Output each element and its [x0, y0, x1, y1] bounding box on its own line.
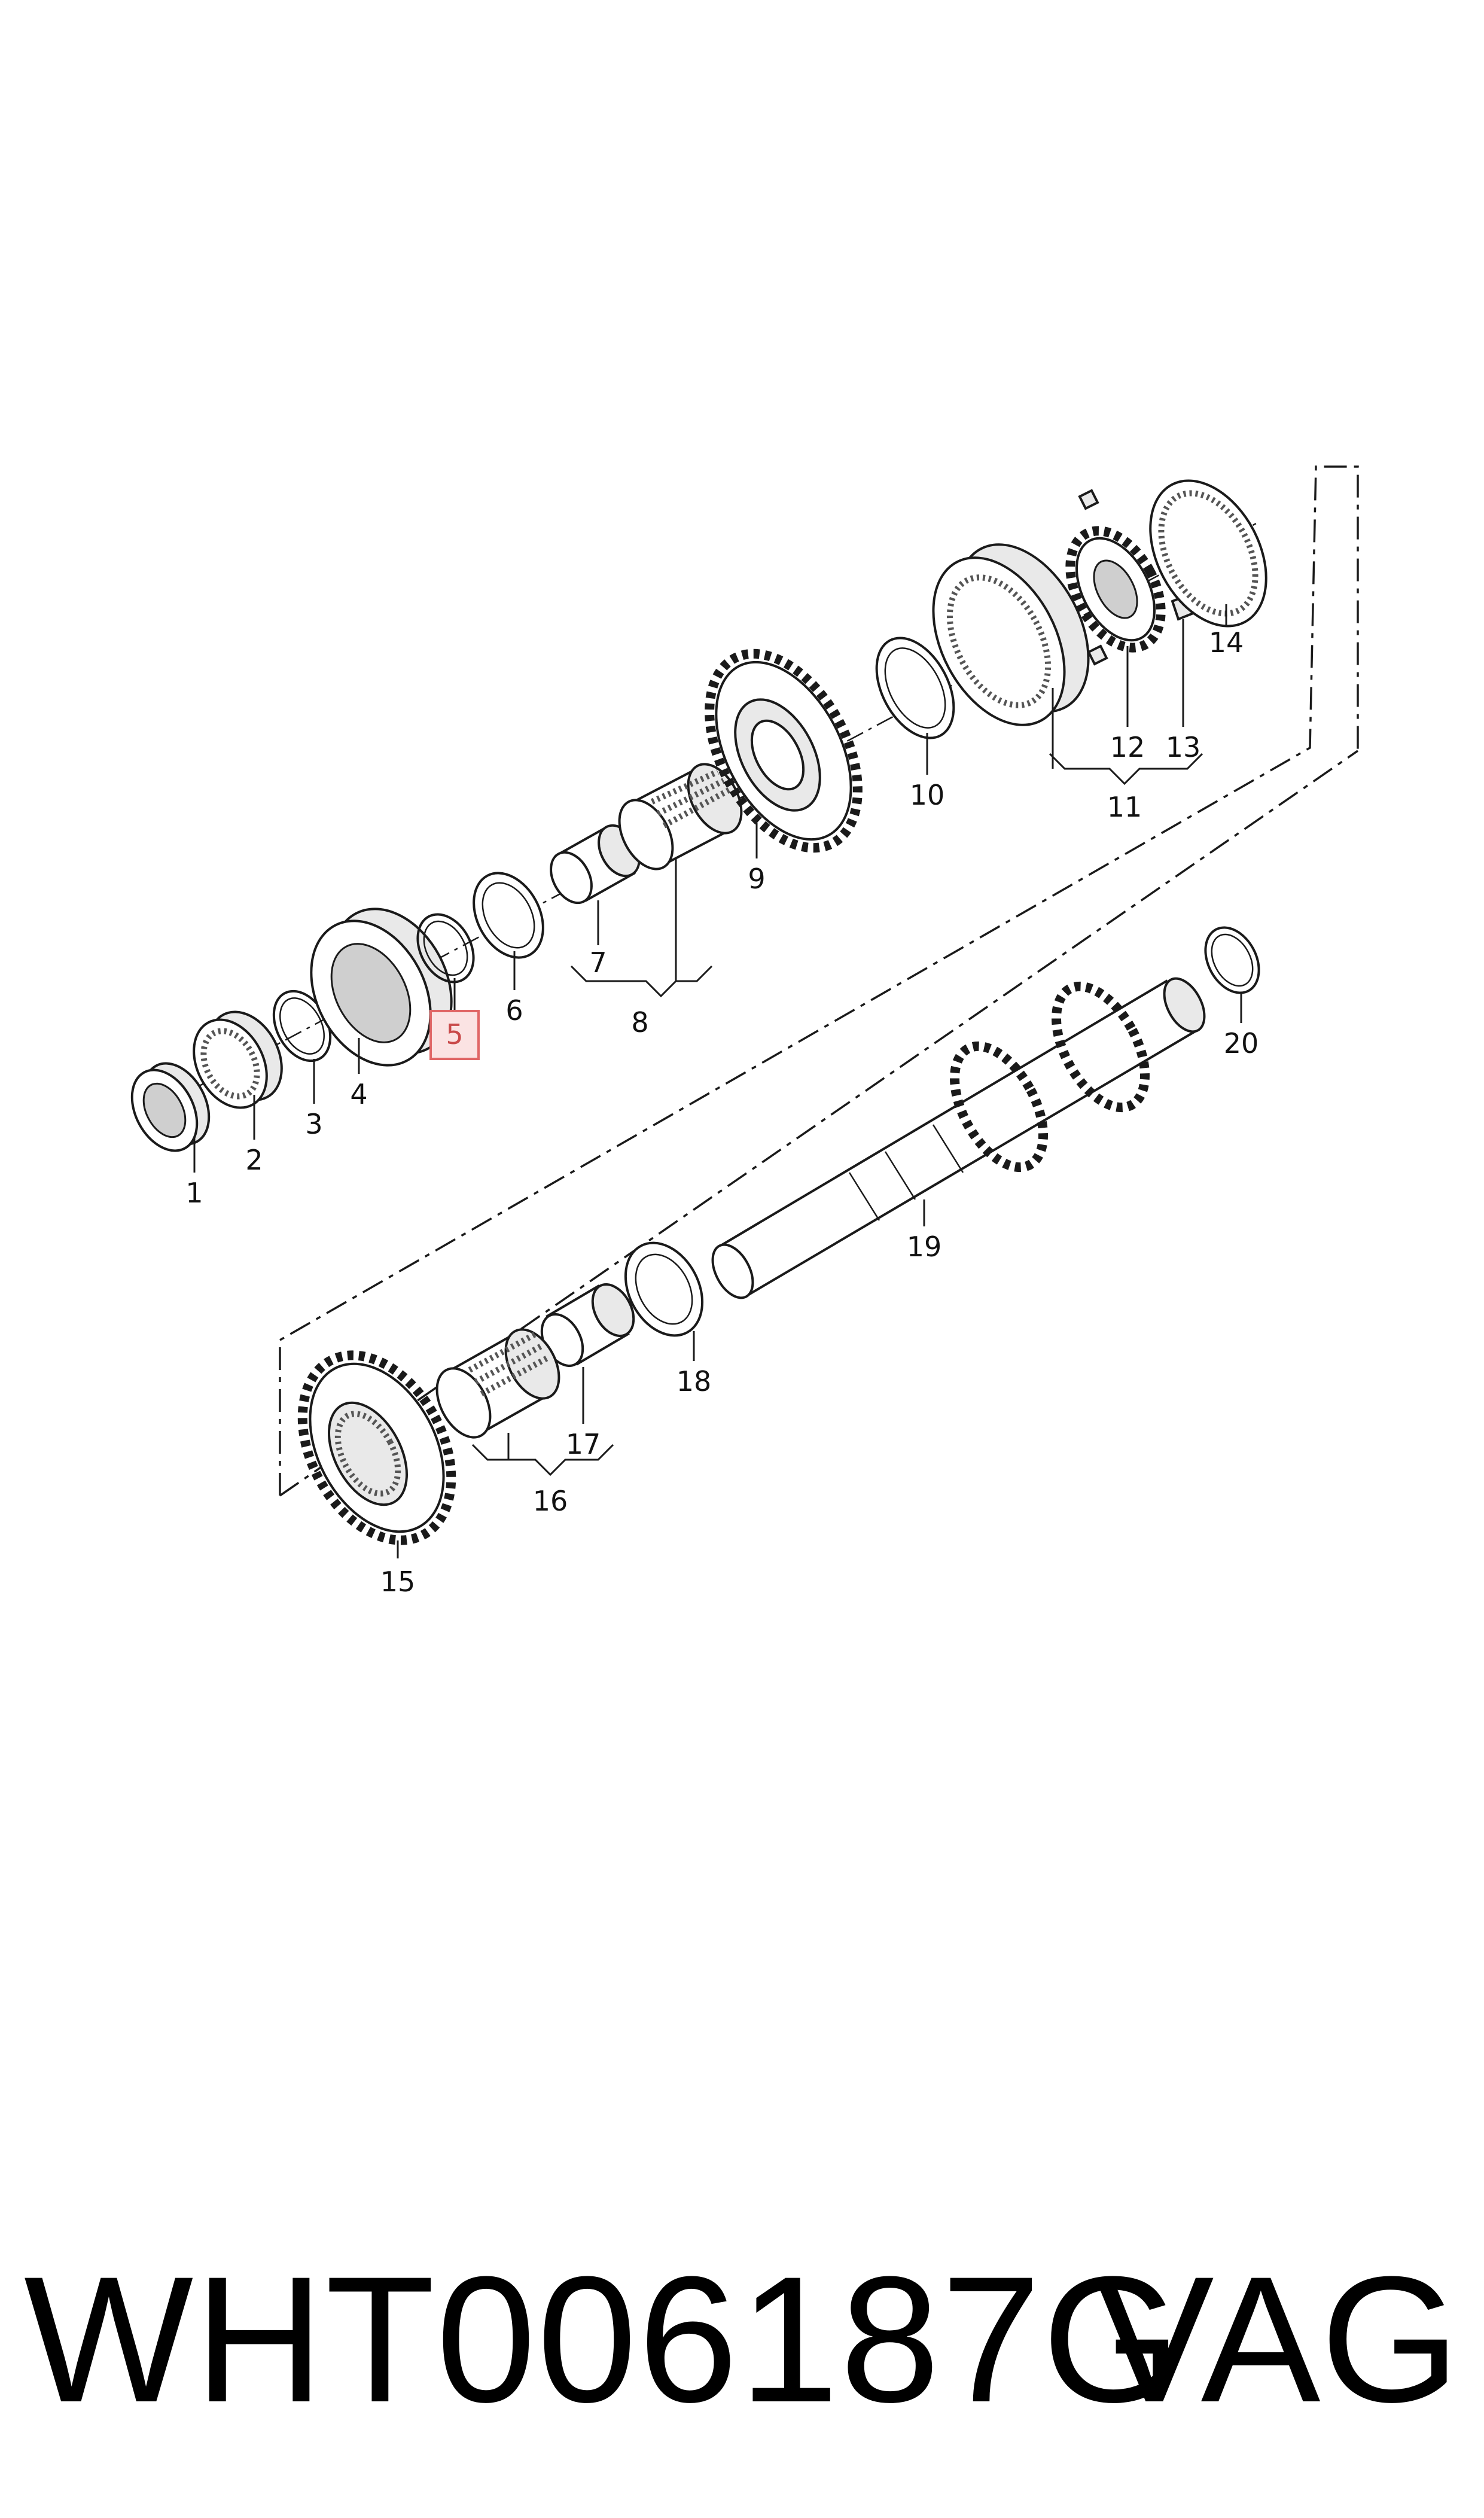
label-part-20[interactable]: 20	[1224, 1027, 1259, 1059]
part-5-circlip[interactable]	[407, 905, 485, 991]
brand-name: VAG	[1094, 2239, 1460, 2440]
part-4-bearing-race[interactable]	[287, 888, 475, 1086]
part-16-needle-bearing[interactable]	[426, 1320, 569, 1446]
label-part-1[interactable]: 1	[185, 1177, 203, 1209]
part-8-needle-bearing[interactable]	[608, 755, 752, 878]
part-19-shaft[interactable]	[705, 972, 1213, 1304]
part-6-thrust-washer[interactable]	[460, 861, 557, 969]
label-part-18[interactable]: 18	[677, 1365, 712, 1397]
label-part-10[interactable]: 10	[910, 779, 945, 811]
label-part-13[interactable]: 13	[1166, 731, 1201, 763]
part-12-synchro-hub[interactable]	[1052, 489, 1179, 666]
label-part-11[interactable]: 11	[1107, 791, 1142, 823]
part-7-bushing[interactable]	[543, 818, 647, 910]
part-18-thrust-washer[interactable]	[610, 1229, 717, 1348]
part-15-gear[interactable]	[272, 1330, 481, 1566]
label-part-17[interactable]: 17	[566, 1428, 601, 1460]
label-part-14[interactable]: 14	[1209, 626, 1244, 659]
label-part-2[interactable]: 2	[245, 1144, 263, 1176]
label-part-7[interactable]: 7	[589, 946, 607, 979]
part-2-bearing[interactable]	[179, 999, 296, 1120]
part-code-footer: WHT006187G VAG	[0, 2213, 1484, 2465]
part-1-needle-bearing[interactable]	[119, 1052, 222, 1162]
label-part-15[interactable]: 15	[380, 1566, 416, 1598]
label-part-4[interactable]: 4	[350, 1078, 367, 1110]
label-part-6[interactable]: 6	[505, 994, 523, 1027]
part-number-labels: 1 2 3 4 5 6 7 8 9 10 11 12 13 14 15 16 1…	[185, 626, 1258, 1598]
part-11-synchro-sleeve[interactable]	[907, 522, 1116, 747]
part-14-synchro-ring[interactable]	[1127, 461, 1290, 646]
exploded-parts-diagram: 1 2 3 4 5 6 7 8 9 10 11 12 13 14 15 16 1…	[119, 461, 1359, 1598]
label-part-3[interactable]: 3	[305, 1108, 322, 1140]
label-part-8[interactable]: 8	[631, 1006, 648, 1039]
label-part-5[interactable]: 5	[446, 1018, 463, 1051]
label-part-16[interactable]: 16	[533, 1485, 568, 1517]
part-code: WHT006187G	[24, 2239, 1183, 2440]
leader-lines	[193, 604, 1242, 1558]
part-10-synchro-ring[interactable]	[861, 625, 970, 751]
part-5-highlight-box	[429, 1010, 480, 1060]
part-9-gear[interactable]	[679, 629, 888, 873]
label-part-9[interactable]: 9	[748, 863, 765, 895]
label-part-19[interactable]: 19	[907, 1231, 942, 1263]
part-20-circlip[interactable]	[1194, 918, 1269, 1002]
label-part-12[interactable]: 12	[1110, 731, 1145, 763]
